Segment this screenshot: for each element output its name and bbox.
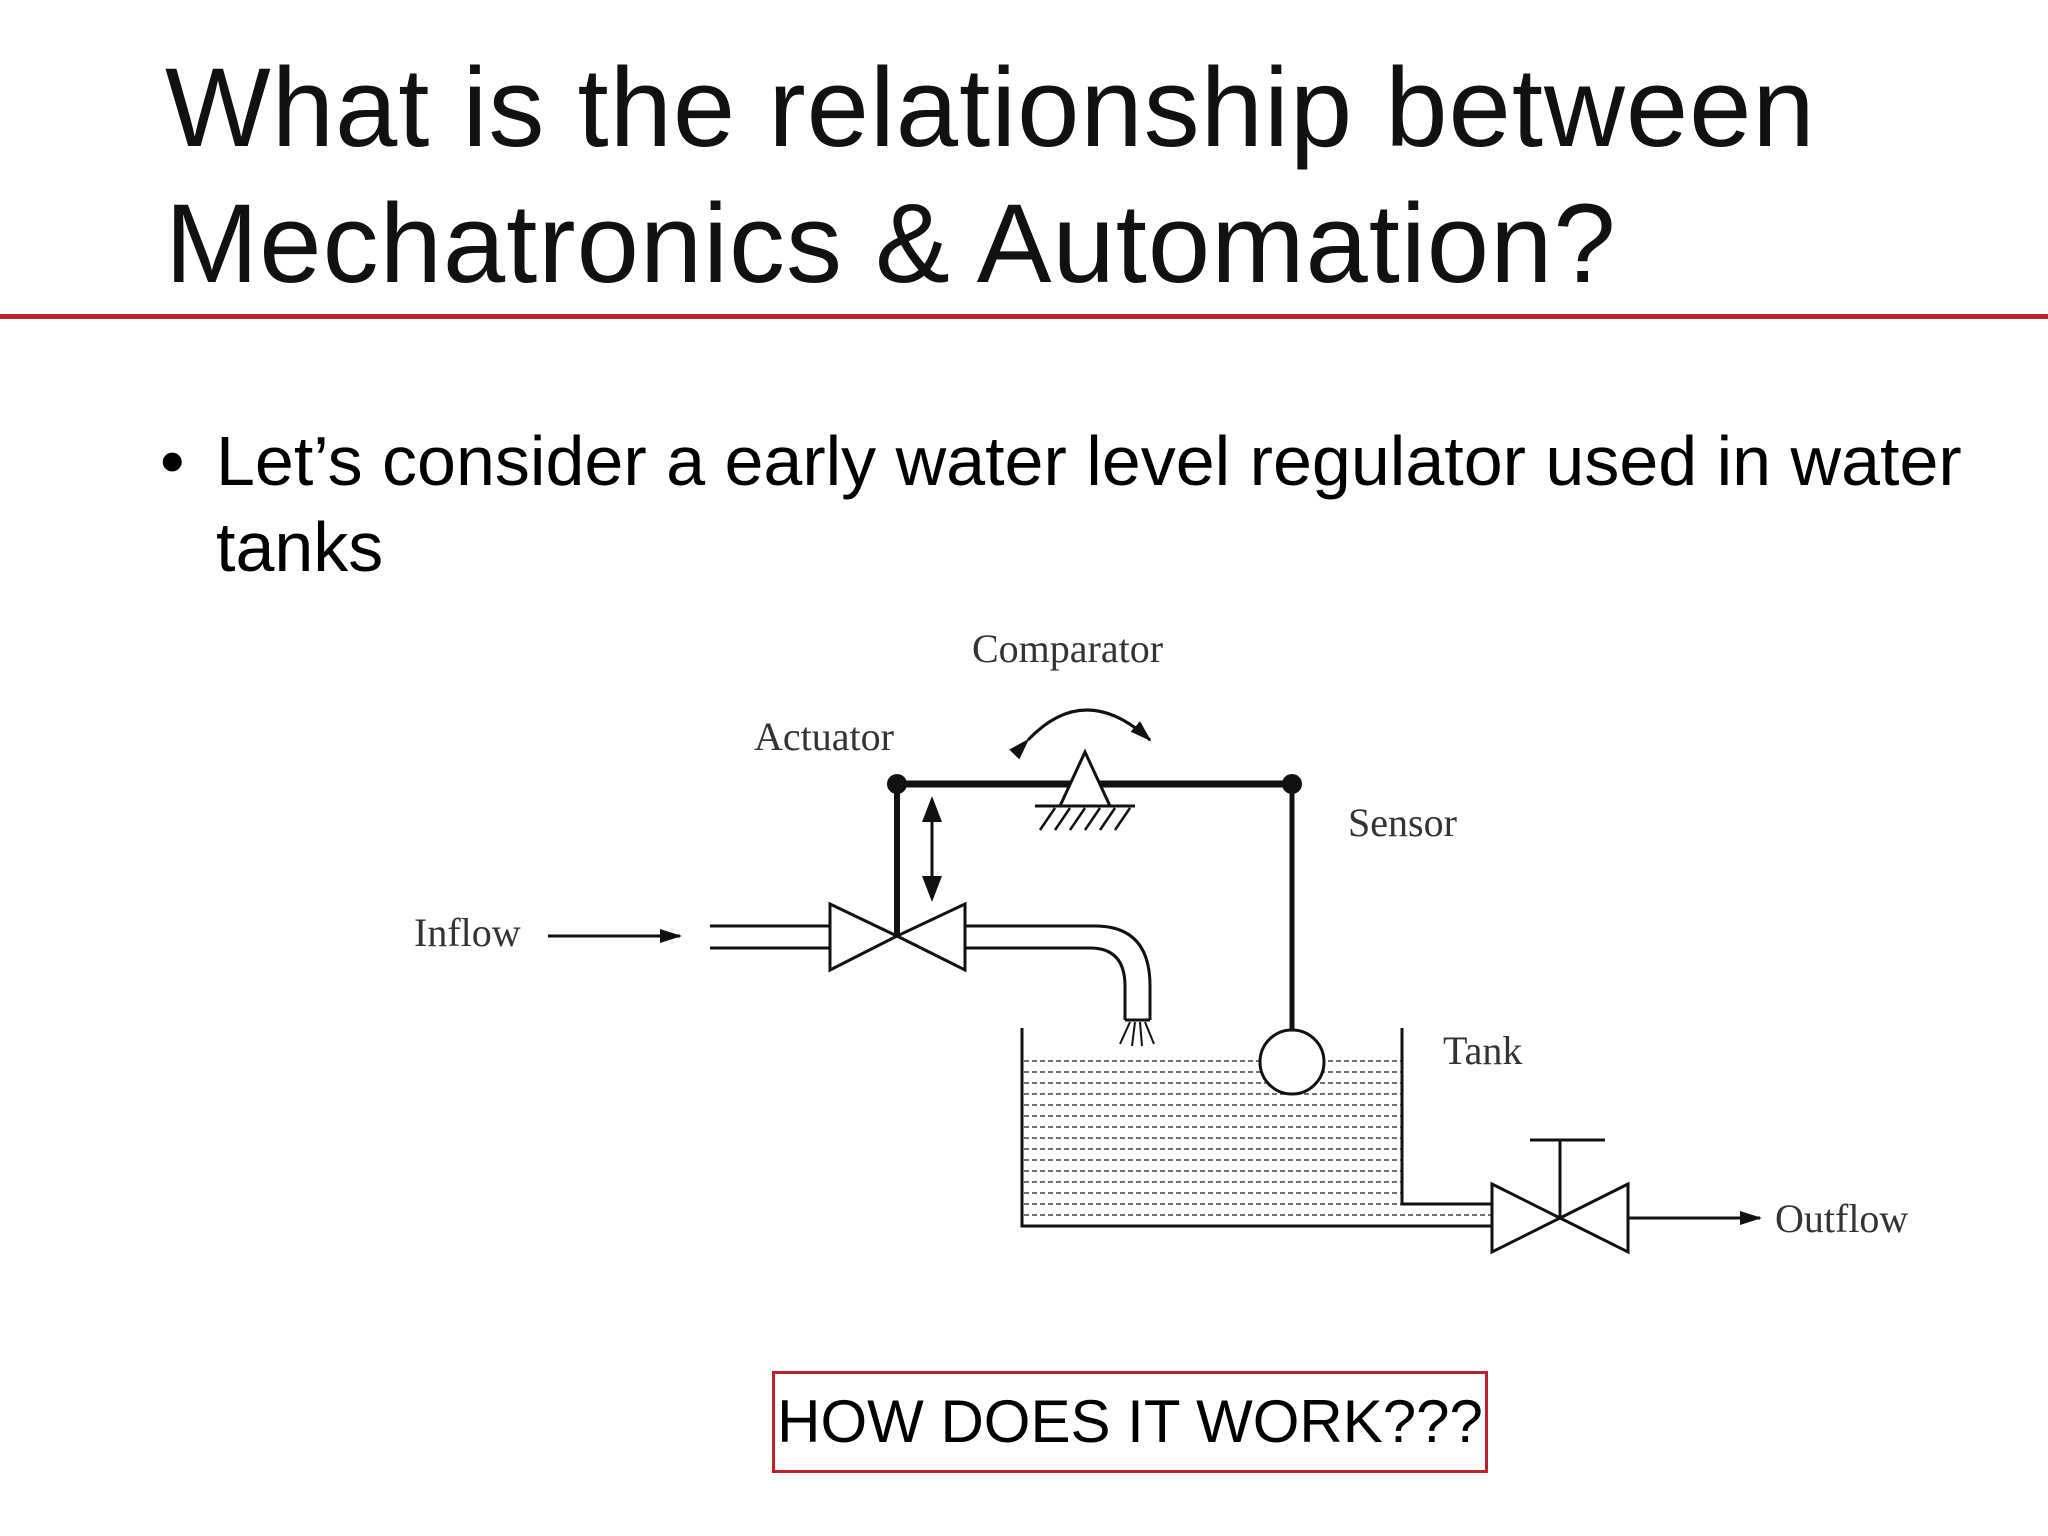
how-does-it-work-callout: HOW DOES IT WORK???: [772, 1371, 1488, 1473]
title-divider: [0, 314, 2048, 319]
outflow-label: Outflow: [1775, 1196, 1908, 1241]
inflow-label: Inflow: [414, 910, 521, 955]
inlet-valve: [828, 901, 967, 973]
tank: [1020, 1028, 1492, 1228]
bullet-text: Let’s consider a early water level regul…: [216, 422, 1962, 586]
float-sensor: [1258, 1028, 1326, 1096]
slide-title: What is the relationship between Mechatr…: [165, 45, 1816, 306]
tank-label: Tank: [1443, 1028, 1522, 1073]
actuator-label: Actuator: [754, 714, 894, 759]
comparator-label: Comparator: [972, 626, 1163, 671]
inflow-pipe: [710, 924, 830, 950]
actuator-motion-arrow: [922, 796, 942, 902]
sensor-label: Sensor: [1348, 800, 1457, 845]
outlet-valve: [1490, 1138, 1630, 1255]
bullet-marker: •: [160, 422, 185, 500]
feed-pipe: [965, 924, 1155, 1047]
fulcrum: [1035, 748, 1135, 831]
comparator-rotation-arrow: [1009, 708, 1152, 760]
